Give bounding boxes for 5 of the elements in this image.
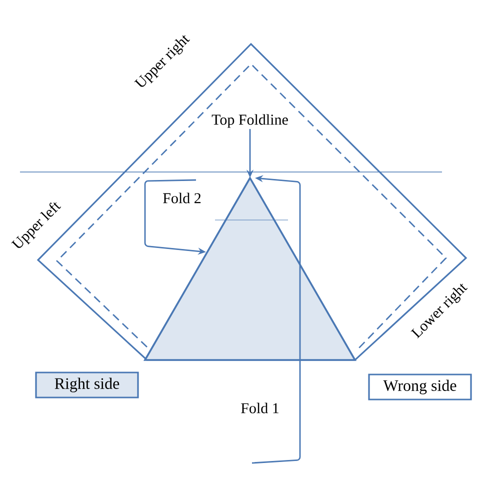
legend-box: Wrong side bbox=[368, 374, 472, 400]
legend-box: Right side bbox=[35, 372, 139, 398]
edge-label: Fold 2 bbox=[163, 192, 201, 204]
edge-label: Fold 1 bbox=[241, 402, 278, 414]
text-label: Top Foldline bbox=[212, 114, 288, 128]
